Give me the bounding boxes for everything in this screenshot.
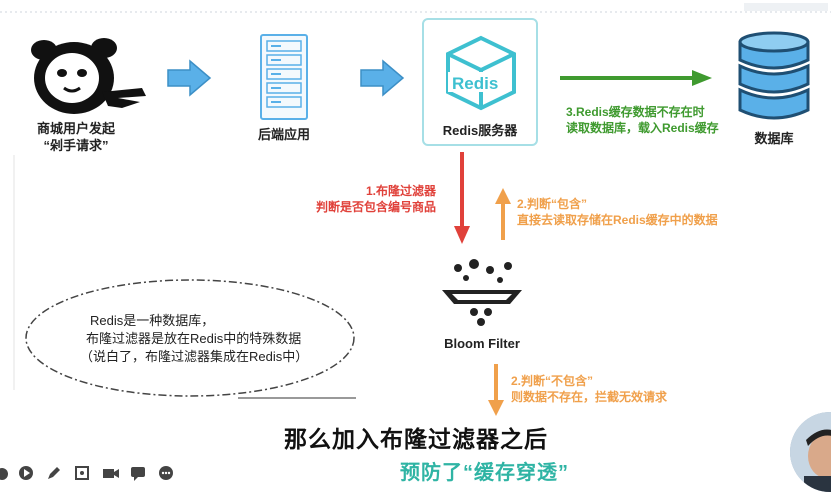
step2-not-line1: 2.判断“不包含” <box>511 374 594 388</box>
top-dotted-border <box>0 11 831 13</box>
crop-icon[interactable] <box>74 465 90 481</box>
redis-logo-text: Redis <box>452 74 499 93</box>
step1-note: 1.布隆过滤器 判断是否包含编号商品 <box>300 183 436 215</box>
comment-icon[interactable] <box>130 465 146 481</box>
database-node <box>736 28 812 128</box>
ellipse-outline <box>25 279 355 397</box>
backend-label: 后端应用 <box>257 127 310 142</box>
redis-label: Redis服务器 <box>442 123 518 138</box>
step2-contains-line2: 直接去读取存储在Redis缓存中的数据 <box>517 213 718 227</box>
orange-arrow-down <box>488 364 504 416</box>
step1-line2: 判断是否包含编号商品 <box>315 200 436 214</box>
step2-not-line2: 则数据不存在，拦截无效请求 <box>511 390 668 404</box>
step1-line1: 1.布隆过滤器 <box>365 184 436 198</box>
bloom-filter-funnel-icon <box>442 259 522 326</box>
user-label-line2: “剁手请求” <box>43 138 109 153</box>
database-label: 数据库 <box>754 131 794 146</box>
video-caption: 那么加入布隆过滤器之后 <box>284 426 548 452</box>
step3-line2: 读取数据库，载入Redis缓存 <box>566 121 719 135</box>
prev-icon[interactable] <box>0 466 12 482</box>
user-label: 商城用户发起 “剁手请求” <box>20 120 132 154</box>
more-icon[interactable] <box>158 465 174 481</box>
panda-meme-icon <box>31 38 146 114</box>
step2-contains-note: 2.判断“包含” 直接去读取存储在Redis缓存中的数据 <box>517 196 718 228</box>
step3-line1: 3.Redis缓存数据不存在时 <box>566 105 705 119</box>
database-icon <box>738 31 810 120</box>
green-arrow <box>560 70 712 86</box>
play-icon[interactable] <box>18 465 34 481</box>
orange-arrow-up <box>495 188 511 240</box>
step2-not-note: 2.判断“不包含” 则数据不存在，拦截无效请求 <box>511 373 667 405</box>
ellipse-note: Redis是一种数据库， 布隆过滤器是放在Redis中的特殊数据 （说白了，布隆… <box>70 312 370 366</box>
server-rack-icon <box>260 34 308 120</box>
blue-arrow-1 <box>167 59 212 97</box>
underline-rule <box>238 397 356 399</box>
pen-icon[interactable] <box>46 465 62 481</box>
backend-node <box>258 33 310 121</box>
frame-left-line <box>13 155 15 390</box>
redis-cube-icon <box>446 35 516 111</box>
ellipse-line3: （说白了，布隆过滤器集成在Redis中） <box>80 349 309 364</box>
red-arrow-down <box>454 152 470 244</box>
step2-contains-line1: 2.判断“包含” <box>517 197 588 211</box>
user-node <box>22 38 150 158</box>
ellipse-line1: Redis是一种数据库， <box>90 313 215 328</box>
user-label-line1: 商城用户发起 <box>36 121 115 136</box>
step3-note: 3.Redis缓存数据不存在时 读取数据库，载入Redis缓存 <box>566 104 719 136</box>
redis-server-box: Redis Redis服务器 <box>422 18 538 146</box>
presenter-avatar-icon <box>790 412 831 492</box>
bloom-filter-node <box>436 256 528 332</box>
bloom-filter-label: Bloom Filter <box>444 336 520 351</box>
blue-arrow-2 <box>360 59 405 97</box>
watermark-mark <box>744 3 828 11</box>
ellipse-line2: 布隆过滤器是放在Redis中的特殊数据 <box>86 331 302 346</box>
player-controls <box>0 462 180 488</box>
camera-icon[interactable] <box>102 465 120 481</box>
video-subcaption: 预防了“缓存穿透” <box>400 462 569 484</box>
presenter-webcam <box>790 412 831 492</box>
